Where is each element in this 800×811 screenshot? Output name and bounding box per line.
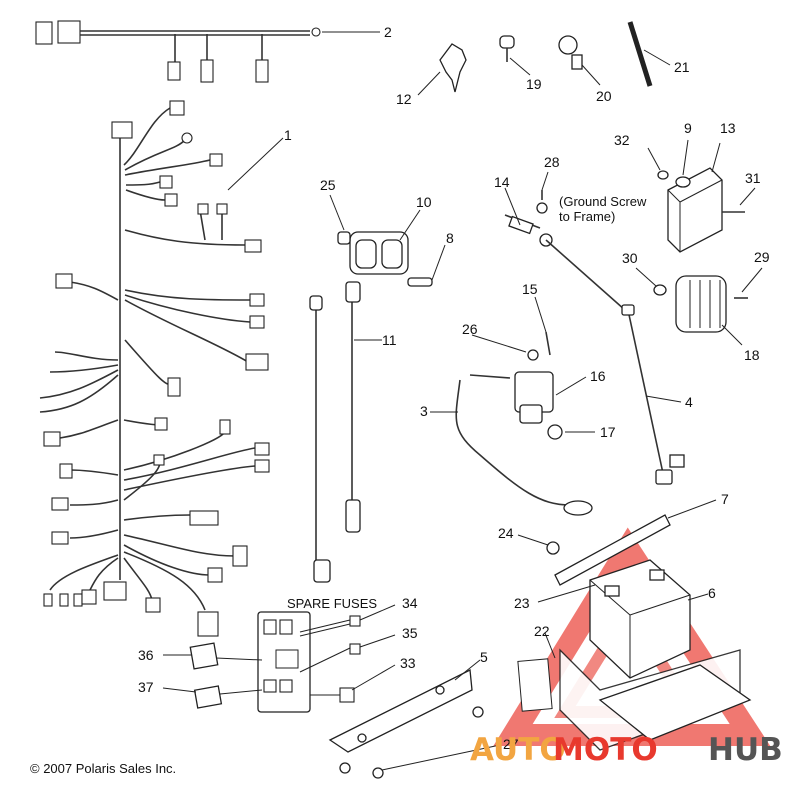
callout-4: 4	[685, 394, 693, 410]
callout-24: 24	[498, 525, 514, 541]
watermark-text: AUTO MOTO HUB	[470, 732, 783, 768]
callout-9: 9	[684, 120, 692, 136]
watermark-moto: MOTO	[553, 732, 658, 768]
callout-1: 1	[284, 127, 292, 143]
callout-19: 19	[526, 76, 542, 92]
callout-2: 2	[384, 24, 392, 40]
main-wire-harness	[39, 100, 284, 637]
callout-30: 30	[622, 250, 638, 266]
ground-note-line2: to Frame)	[559, 209, 615, 224]
callout-7: 7	[721, 491, 729, 507]
callout-3: 3	[420, 403, 428, 419]
callout-5: 5	[480, 649, 488, 665]
cdi-box	[657, 167, 745, 253]
callout-21: 21	[674, 59, 690, 75]
callout-23: 23	[514, 595, 530, 611]
callout-33: 33	[400, 655, 416, 671]
callout-10: 10	[416, 194, 432, 210]
battery-strap	[621, 304, 685, 485]
callout-32: 32	[614, 132, 630, 148]
callout-36: 36	[138, 647, 154, 663]
callout-27: 27	[503, 736, 519, 752]
callout-28: 28	[544, 154, 560, 170]
callout-34: 34	[402, 595, 418, 611]
callout-20: 20	[596, 88, 612, 104]
spark-plug-wires	[309, 281, 361, 583]
callout-18: 18	[744, 347, 760, 363]
battery-assembly	[517, 514, 752, 751]
ignition-coil	[337, 231, 433, 287]
callout-labels: 1 2 3 4 5 6 7 8 9 10 11 12 13 14 15 16 1…	[138, 24, 770, 752]
callout-12: 12	[396, 91, 412, 107]
ground-cables	[455, 190, 626, 516]
front-harness	[35, 20, 321, 83]
callout-8: 8	[446, 230, 454, 246]
callout-17: 17	[600, 424, 616, 440]
cable-clips	[439, 21, 653, 93]
callout-11: 11	[382, 332, 397, 348]
callout-29: 29	[754, 249, 770, 265]
voltage-regulator	[653, 275, 748, 333]
callout-35: 35	[402, 625, 418, 641]
watermark-auto: AUTO	[470, 732, 566, 768]
callout-37: 37	[138, 679, 154, 695]
mount-plate	[328, 668, 484, 779]
callout-14: 14	[494, 174, 510, 190]
callout-6: 6	[708, 585, 716, 601]
callout-16: 16	[590, 368, 606, 384]
callout-13: 13	[720, 120, 736, 136]
spare-fuses-label: SPARE FUSES	[287, 596, 377, 611]
callout-26: 26	[462, 321, 478, 337]
ground-note-line1: (Ground Screw	[559, 194, 647, 209]
fuse-box	[189, 611, 361, 713]
callout-31: 31	[745, 170, 761, 186]
copyright-text: © 2007 Polaris Sales Inc.	[30, 761, 176, 776]
watermark-hub: HUB	[708, 732, 783, 768]
callout-22: 22	[534, 623, 550, 639]
callout-25: 25	[320, 177, 336, 193]
callout-15: 15	[522, 281, 538, 297]
